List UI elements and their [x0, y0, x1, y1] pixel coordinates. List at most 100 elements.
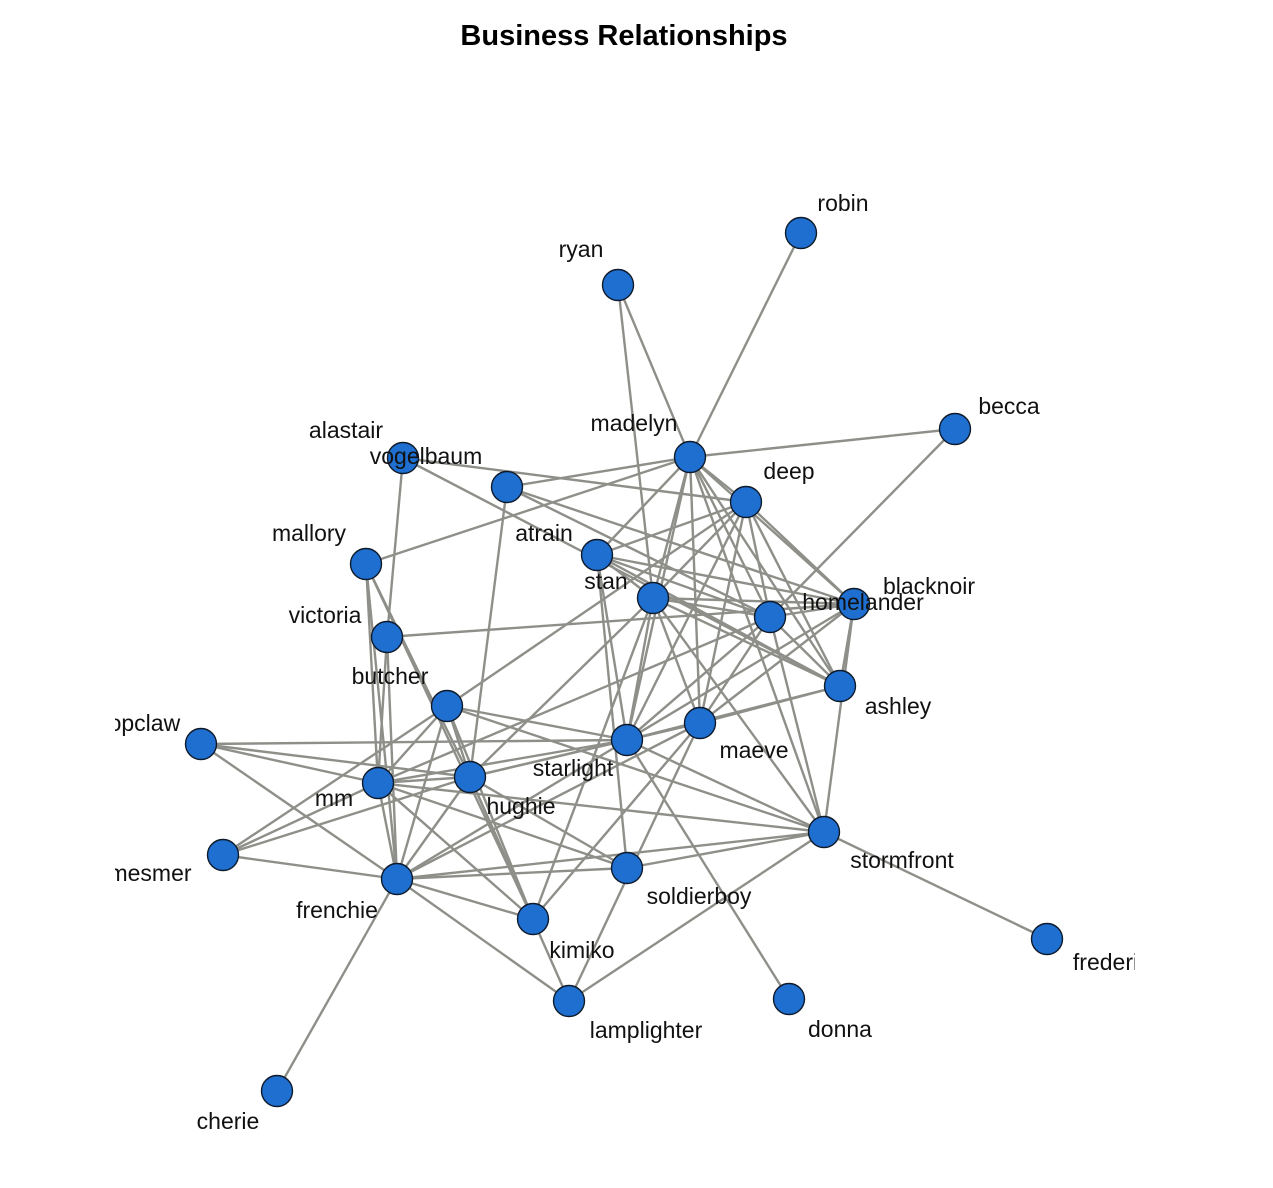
edge-hughie-frenchie [396, 776, 471, 880]
node-maeve[interactable] [683, 706, 717, 740]
node-lamplighter[interactable] [552, 984, 586, 1018]
edge-madelyn-stormfront [688, 456, 826, 833]
edge-stormfront-lamplighter [568, 830, 825, 1003]
edge-frenchie-lamplighter [396, 878, 570, 1002]
edge-frenchie-kimiko [396, 877, 534, 921]
edge-frenchie-stormfront [396, 830, 825, 881]
node-mesmer[interactable] [206, 838, 240, 872]
node-label-deep: deep [763, 458, 814, 484]
node-homelander[interactable] [753, 600, 787, 634]
node-mm[interactable] [361, 766, 395, 800]
edge-atrain-starlight [595, 554, 629, 741]
edge-stan-kimiko [531, 597, 655, 920]
node-starlight[interactable] [610, 723, 644, 757]
edge-alastair-deep [402, 456, 747, 504]
node-butcher[interactable] [430, 689, 464, 723]
edge-ryan-stan [616, 284, 655, 599]
node-label-lamplighter: lamplighter [590, 1017, 703, 1043]
nodes-layer [184, 216, 1064, 1108]
node-robin[interactable] [784, 216, 818, 250]
edge-butcher-stormfront [446, 704, 825, 834]
node-label-soldierboy: soldierboy [647, 883, 752, 909]
node-label-hughie: hughie [486, 793, 555, 819]
edge-stormfront-frederick [823, 830, 1048, 941]
node-label-stormfront: stormfront [850, 847, 954, 873]
node-popclaw[interactable] [184, 727, 218, 761]
edge-stan-starlight [625, 597, 655, 741]
node-soldierboy[interactable] [610, 851, 644, 885]
node-label-kimiko: kimiko [549, 937, 614, 963]
edge-mm-mesmer [222, 781, 379, 857]
edge-blacknoir-maeve [699, 603, 855, 724]
node-label-donna: donna [808, 1016, 872, 1042]
edge-mallory-mm [364, 563, 380, 784]
node-vogelbaum[interactable] [490, 470, 524, 504]
edge-deep-ashley [744, 501, 842, 687]
edge-homelander-mm [377, 615, 771, 785]
edge-deep-butcher [446, 501, 747, 707]
edge-mm-soldierboy [377, 781, 628, 870]
edge-butcher-kimiko [445, 705, 535, 920]
node-label-vogelbaum: vogelbaum [370, 443, 483, 469]
node-victoria[interactable] [370, 620, 404, 654]
edge-stan-blacknoir [652, 596, 855, 606]
edge-vogelbaum-hughie [468, 486, 509, 778]
edge-homelander-stormfront [768, 616, 826, 833]
node-label-mm: mm [315, 785, 353, 811]
node-atrain[interactable] [580, 538, 614, 572]
edge-homelander-ashley [769, 616, 841, 687]
edge-madelyn-mallory [365, 455, 691, 566]
edge-starlight-frenchie [396, 738, 628, 881]
node-donna[interactable] [772, 982, 806, 1016]
labels-layer: robinryanbeccamadelynalastairvogelbaumde… [96, 190, 1162, 1134]
edge-starlight-mm [377, 738, 628, 785]
edge-deep-stan [652, 501, 747, 599]
node-label-atrain: atrain [515, 520, 573, 546]
node-mallory[interactable] [349, 547, 383, 581]
edge-atrain-blacknoir [596, 553, 855, 606]
node-hughie[interactable] [453, 760, 487, 794]
edge-hughie-mesmer [222, 775, 471, 857]
edge-ryan-madelyn [616, 284, 692, 458]
edge-frenchie-mesmer [222, 853, 398, 881]
edge-popclaw-hughie [200, 742, 471, 779]
node-label-ryan: ryan [559, 236, 604, 262]
node-label-stan: stan [584, 568, 627, 594]
edge-frenchie-cherie [275, 878, 399, 1092]
node-stormfront[interactable] [807, 815, 841, 849]
edge-deep-homelander [744, 501, 772, 618]
chart-title: Business Relationships [460, 20, 788, 52]
node-label-cherie: cherie [197, 1108, 260, 1134]
edge-homelander-starlight [626, 616, 771, 741]
edge-stan-hughie [469, 597, 654, 778]
node-label-victoria: victoria [289, 602, 362, 628]
node-becca[interactable] [938, 412, 972, 446]
node-blacknoir[interactable] [837, 587, 871, 621]
edge-alastair-victoria [385, 457, 405, 638]
node-kimiko[interactable] [516, 902, 550, 936]
node-deep[interactable] [729, 485, 763, 519]
node-frenchie[interactable] [380, 862, 414, 896]
edge-soldierboy-stormfront [626, 830, 825, 870]
edge-deep-atrain [596, 500, 747, 557]
edge-homelander-maeve [698, 616, 772, 724]
node-cherie[interactable] [260, 1074, 294, 1108]
edge-mm-kimiko [377, 782, 534, 920]
node-label-frederick: frederick [1073, 949, 1162, 975]
node-madelyn[interactable] [673, 440, 707, 474]
edge-blacknoir-stormfront [822, 603, 856, 833]
edge-starlight-stormfront [626, 738, 825, 834]
node-label-popclaw: popclaw [96, 710, 181, 736]
node-ashley[interactable] [823, 669, 857, 703]
node-label-maeve: maeve [719, 737, 788, 763]
edges-layer [200, 232, 1048, 1092]
node-alastair[interactable] [386, 441, 420, 475]
node-ryan[interactable] [601, 268, 635, 302]
node-label-frenchie: frenchie [296, 897, 378, 923]
node-frederick[interactable] [1030, 922, 1064, 956]
edge-starlight-butcher [446, 704, 628, 742]
edge-butcher-mm [377, 705, 448, 784]
node-stan[interactable] [636, 581, 670, 615]
edge-becca-madelyn [689, 427, 956, 459]
edge-madelyn-ashley [688, 456, 842, 687]
